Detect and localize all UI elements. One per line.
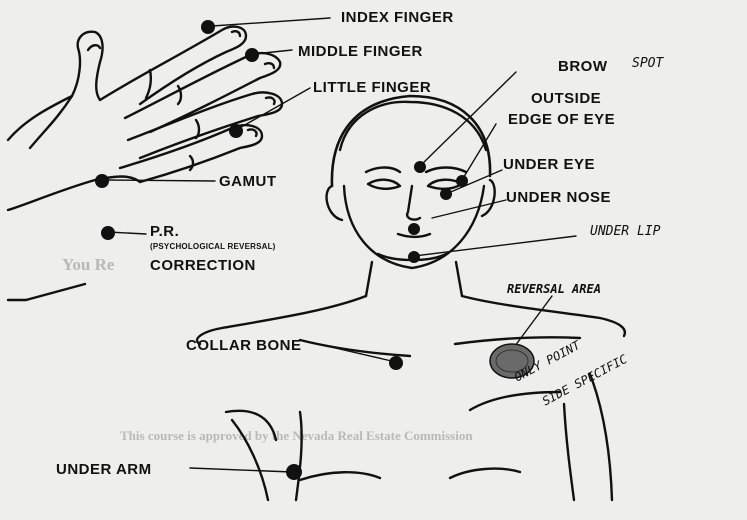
under-nose-point — [408, 223, 420, 235]
label-gamut: GAMUT — [219, 173, 277, 190]
label-little-finger: LITTLE FINGER — [313, 79, 431, 96]
pr-correction-point — [101, 226, 115, 240]
label-under-nose: UNDER NOSE — [506, 189, 611, 206]
little-finger-point — [229, 124, 243, 138]
under-arm-point — [286, 464, 302, 480]
under-eye-point — [440, 188, 452, 200]
outside-edge-of-eye-point — [456, 175, 468, 187]
label-collar-bone: COLLAR BONE — [186, 337, 302, 354]
label-under-eye: UNDER EYE — [503, 156, 595, 173]
label-under-arm: UNDER ARM — [56, 461, 152, 478]
label-index-finger: INDEX FINGER — [341, 9, 454, 26]
middle-finger-point — [245, 48, 259, 62]
label-pr-sub: (PSYCHOLOGICAL REVERSAL) — [150, 242, 276, 251]
label-reversal-area: REVERSAL AREA — [507, 282, 601, 296]
label-middle-finger: MIDDLE FINGER — [298, 43, 423, 60]
label-correction: CORRECTION — [150, 257, 256, 274]
label-under-lip: UNDER LIP — [590, 224, 660, 239]
under-lip-point — [408, 251, 420, 263]
index-finger-point — [201, 20, 215, 34]
label-outside: OUTSIDE — [531, 90, 601, 107]
label-brow-spot: SPOT — [632, 56, 663, 71]
label-brow: BROW — [558, 58, 608, 75]
head-drawing — [327, 96, 495, 296]
label-pr: P.R. — [150, 223, 179, 240]
collar-bone-point — [389, 356, 403, 370]
label-edge-of-eye: EDGE OF EYE — [508, 111, 615, 128]
brow-point — [414, 161, 426, 173]
gamut-point — [95, 174, 109, 188]
